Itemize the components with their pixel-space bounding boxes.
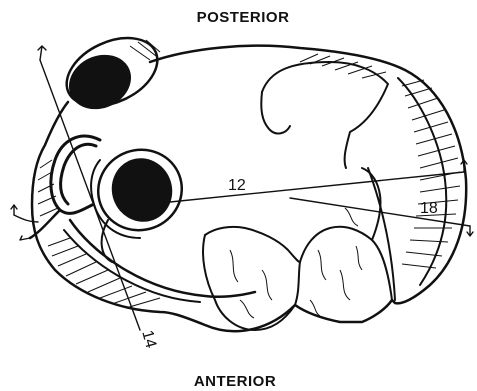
- callout-label-12: 12: [228, 177, 246, 194]
- posterior-label: POSTERIOR: [197, 9, 290, 26]
- callout-label-14: 14: [138, 328, 159, 350]
- anterior-label: ANTERIOR: [194, 373, 276, 390]
- lower-vessel-opening: [87, 138, 193, 262]
- upper-vessel-opening: [56, 25, 168, 120]
- callout-label-18: 18: [420, 200, 438, 217]
